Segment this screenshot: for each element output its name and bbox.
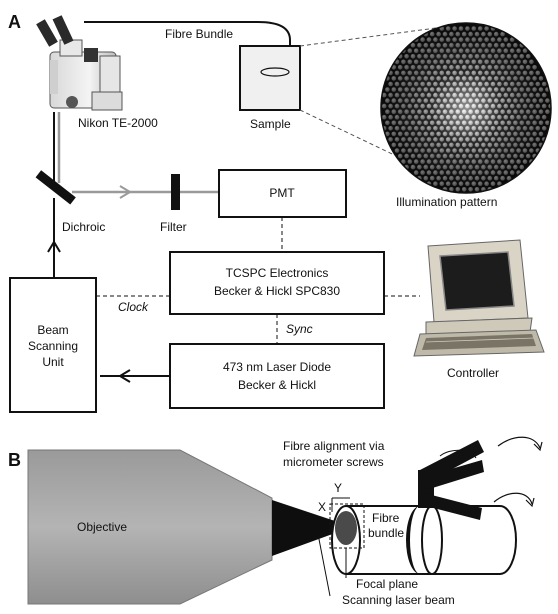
fibre-core-dot (545, 98, 550, 103)
illumination-label: Illumination pattern (396, 195, 497, 209)
rotate-arrow-icon-3 (439, 449, 477, 459)
fibre-core-dot (410, 42, 416, 48)
laser-arrow-icon (118, 369, 131, 383)
beam-label-line3: Unit (42, 355, 64, 369)
sync-label: Sync (286, 322, 313, 336)
fibre-core-dot (545, 120, 550, 126)
rotate-arrow-icon-1 (497, 436, 541, 449)
fibre-core-dot (522, 48, 528, 53)
computer-icon (413, 239, 545, 357)
microscope-icon (36, 15, 123, 111)
fibre-core-dot (474, 187, 480, 192)
fibre-core-dot (500, 31, 505, 37)
pmt-label: PMT (269, 186, 295, 200)
sample-box (239, 45, 301, 111)
panel-label-a: A (8, 12, 21, 32)
beam-label-line2: Scanning (28, 339, 78, 353)
objective-label: Objective (77, 520, 127, 534)
fibre-bundle-cylinder (329, 503, 517, 575)
laser-diode-box (169, 343, 385, 409)
fibre-core-dot (381, 103, 387, 109)
panel-label-b: B (8, 450, 21, 470)
zoom-line-top (299, 27, 437, 47)
illumination-pattern (380, 22, 552, 194)
fibre-core-dot (509, 37, 515, 42)
dichroic-label: Dichroic (62, 220, 105, 234)
dichroic-mirror (35, 170, 76, 205)
emission-arrow-icon (119, 185, 132, 199)
filter-block (171, 174, 180, 210)
sample-label: Sample (250, 117, 291, 131)
fibre-core-dot (484, 26, 489, 31)
sample-slide (260, 67, 290, 77)
objective-body (27, 449, 273, 605)
fibre-core-dot (381, 92, 387, 98)
tcspc-label-line2: Becker & Hickl SPC830 (214, 284, 340, 298)
micrometer-screws-icon (418, 440, 484, 520)
fibre-core-dot (388, 137, 393, 142)
tcspc-box (169, 251, 385, 315)
rotate-arrowhead-icon-1 (533, 441, 543, 452)
fibre-core-dot (461, 187, 467, 192)
fibre-core-dot (401, 159, 406, 164)
fibre-core-dot (445, 26, 451, 31)
rotate-arrow-icon-2 (493, 492, 533, 505)
fibre-bundle-label-line2: bundle (368, 526, 404, 540)
laser-label-line1: 473 nm Laser Diode (223, 360, 331, 374)
clock-label: Clock (118, 300, 149, 314)
axis-x-label: X (318, 500, 326, 514)
microscope-label: Nikon TE-2000 (78, 116, 158, 130)
tcspc-label-line1: TCSPC Electronics (226, 266, 329, 280)
fibre-core-dot (506, 175, 512, 181)
fibre-core-dot (449, 187, 454, 192)
scanning-beam-leader (317, 533, 331, 597)
focal-plane-label: Focal plane (356, 577, 418, 591)
fibre-bundle-label: Fibre Bundle (165, 27, 233, 41)
fibre-core-dot (541, 81, 547, 87)
rotate-arrowhead-icon-2 (525, 497, 535, 508)
fibre-core-dot (468, 187, 473, 192)
fibre-core-dot (545, 109, 550, 114)
fibre-core-dot (455, 187, 461, 192)
laser-label-line2: Becker & Hickl (238, 378, 316, 392)
controller-label: Controller (447, 366, 499, 380)
excitation-arrow-icon (47, 240, 61, 253)
fibre-bundle-cable (84, 21, 291, 66)
axis-y-label: Y (334, 481, 342, 495)
beam-label-line1: Beam (37, 323, 68, 337)
beam-scanning-box (9, 277, 97, 413)
fibre-core-dot (381, 114, 387, 120)
filter-label: Filter (160, 220, 187, 234)
pmt-box (218, 169, 347, 218)
fibre-core-dot (385, 131, 390, 137)
scanning-beam-cone (272, 500, 338, 556)
alignment-label-line2: micrometer screws (283, 455, 384, 469)
scanning-beam-label: Scanning laser beam (342, 593, 455, 607)
fibre-core-dot (433, 181, 438, 186)
fibre-bundle-label-line1: Fibre (372, 511, 400, 525)
alignment-label-line1: Fibre alignment via (283, 439, 385, 453)
